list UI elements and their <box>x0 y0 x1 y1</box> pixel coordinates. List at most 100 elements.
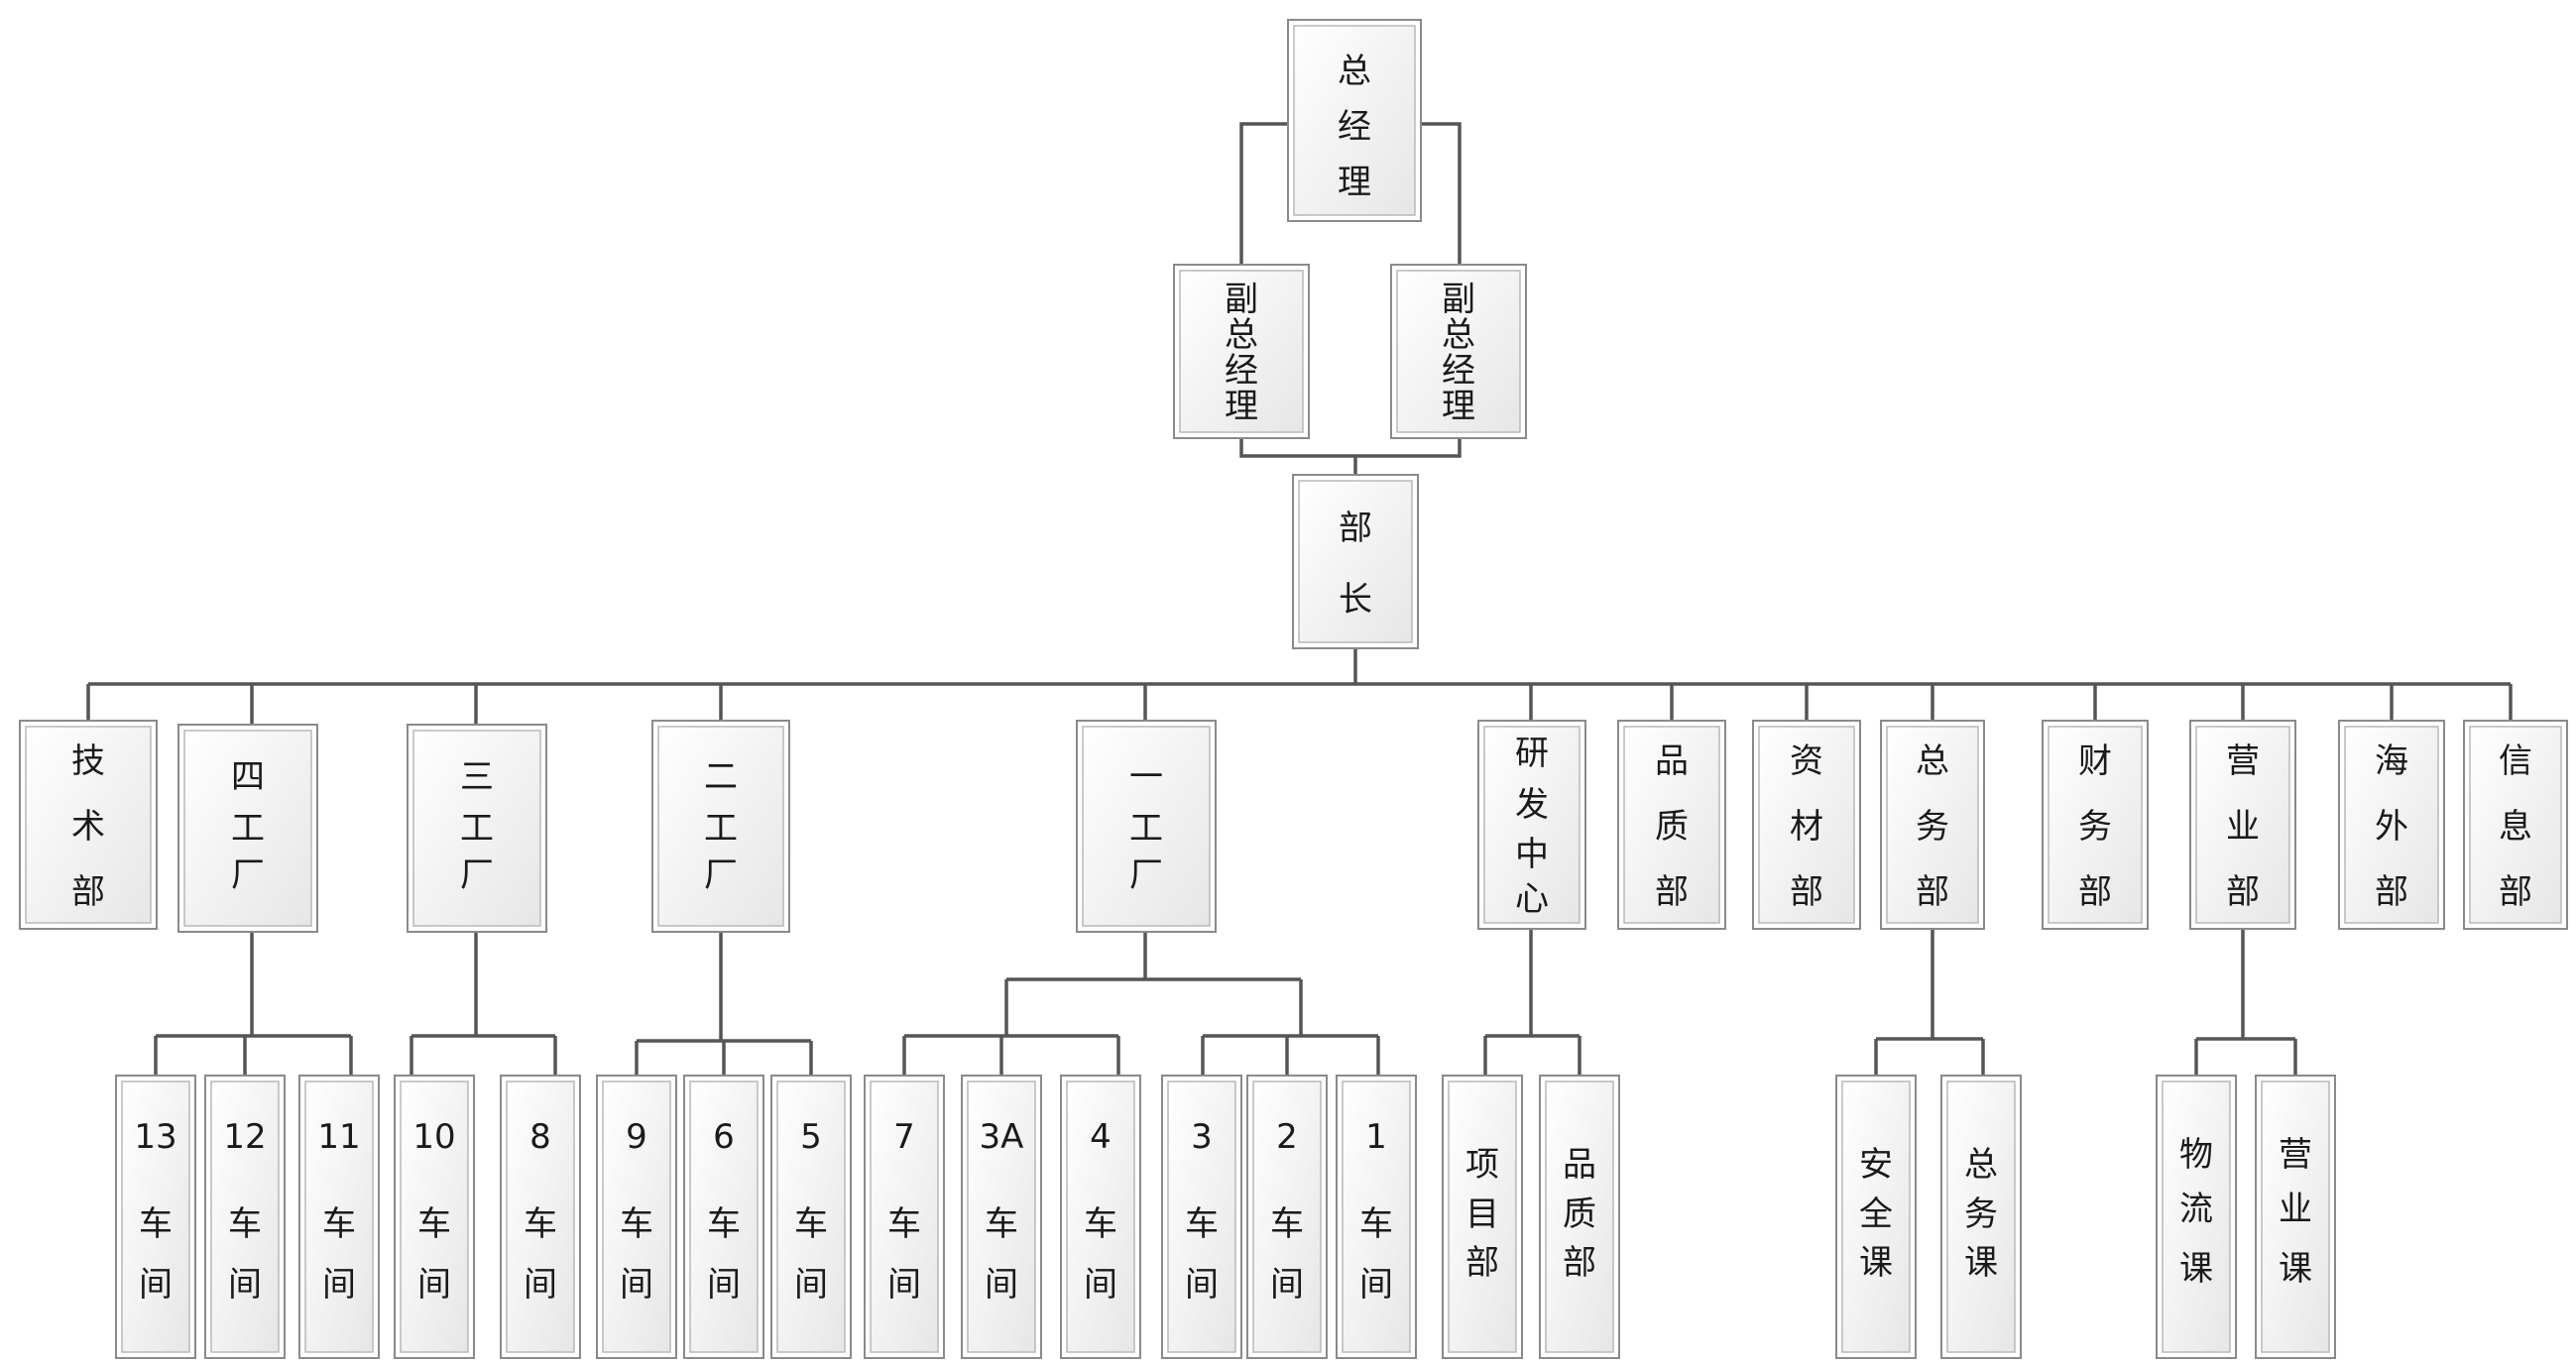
node-label-line: 副 <box>1225 280 1258 319</box>
node-label-line: 7 <box>893 1117 915 1157</box>
node-label-line: 部 <box>1465 1243 1499 1283</box>
node-label-line: 厂 <box>704 855 738 895</box>
node-label-line: 8 <box>529 1117 551 1157</box>
node-label-line: 总 <box>1442 315 1475 355</box>
node-label-line: 3 <box>1191 1117 1213 1157</box>
node-label-line: 课 <box>1964 1243 1998 1283</box>
node-label-line: 部 <box>71 872 105 912</box>
node-label-line: 车 <box>1270 1204 1304 1244</box>
node-label-line: 11 <box>317 1117 360 1157</box>
node-fill <box>2469 726 2562 924</box>
connector-line <box>1239 438 1462 458</box>
node-label-line: 5 <box>800 1117 822 1157</box>
org-node-ws5: 5 车间 <box>770 1075 852 1359</box>
node-fill <box>689 1081 759 1353</box>
node-label-line: 业 <box>2226 807 2260 847</box>
node-label-line: 间 <box>417 1265 451 1305</box>
node-label-line: 车 <box>322 1204 356 1244</box>
node-label-line: 课 <box>2279 1249 2312 1289</box>
node-label-line: 间 <box>1359 1265 1393 1305</box>
org-node-ws6: 6车间 <box>683 1075 764 1359</box>
node-fill <box>1841 1081 1911 1353</box>
node-label-line: 部 <box>1916 872 1949 912</box>
node-label-line: 课 <box>1859 1243 1893 1283</box>
node-label-line: 项 <box>1465 1145 1499 1185</box>
node-label-line: 车 <box>794 1204 828 1244</box>
node-label-line: 车 <box>417 1204 451 1244</box>
node-label-line: 间 <box>1270 1265 1304 1305</box>
node-label-line: 车 <box>524 1204 557 1244</box>
org-node-f2: 二工厂 <box>651 720 790 933</box>
org-node-f4: 四工厂 <box>177 724 318 933</box>
node-label-line: 务 <box>1916 807 1949 847</box>
node-label-line: 海 <box>2375 741 2408 781</box>
node-label-line: 外 <box>2375 807 2408 847</box>
node-label-line: 12 <box>223 1117 266 1157</box>
node-label-line: 术 <box>71 807 105 847</box>
connector-line <box>1421 122 1462 265</box>
node-label-line: 三 <box>460 757 494 797</box>
node-label-line: 财 <box>2078 741 2112 781</box>
org-node-fin: 财务部 <box>2042 720 2149 930</box>
org-node-ws3: 3车间 <box>1161 1075 1242 1359</box>
node-label-line: 材 <box>1790 807 1823 847</box>
node-label-line: 质 <box>1655 807 1689 847</box>
node-label-line: 质 <box>1563 1194 1596 1234</box>
node-label-line: 车 <box>707 1204 741 1244</box>
org-node-tech: 技术部 <box>19 720 158 930</box>
node-label-line: 二 <box>704 757 738 797</box>
org-node-minister: 部长 <box>1292 474 1419 649</box>
node-label-line: 一 <box>1129 757 1163 797</box>
node-label-line: 车 <box>620 1204 653 1244</box>
node-fill <box>506 1081 575 1353</box>
org-node-ws1: 1车间 <box>1336 1075 1417 1359</box>
node-label-line: 间 <box>794 1265 828 1305</box>
org-nodes: 总经理副总经理副总经理部长技术部四工厂三工厂二工厂一工厂研发中心品质部资材部总务… <box>19 19 2568 1359</box>
node-fill <box>400 1081 469 1353</box>
node-fill <box>1066 1081 1135 1353</box>
node-fill <box>2195 726 2290 924</box>
node-label-line: 间 <box>524 1265 557 1305</box>
org-node-salessec: 营业课 <box>2255 1075 2336 1359</box>
org-node-qa: 品质部 <box>1617 720 1726 930</box>
node-label-line: 部 <box>1563 1243 1596 1283</box>
org-node-ws8: 8 车间 <box>500 1075 581 1359</box>
node-fill <box>602 1081 671 1353</box>
node-fill <box>1623 726 1720 924</box>
node-label-line: 中 <box>1515 835 1549 874</box>
node-label-line: 发 <box>1515 785 1549 825</box>
org-node-ga: 总务部 <box>1880 720 1985 930</box>
node-fill <box>412 730 541 927</box>
org-node-proj: 项目部 <box>1442 1075 1523 1359</box>
node-label-line: 业 <box>2279 1190 2312 1229</box>
node-label-line: 间 <box>322 1265 356 1305</box>
node-fill <box>25 726 152 924</box>
org-node-ws2: 2车间 <box>1246 1075 1328 1359</box>
node-label-line: 安 <box>1859 1145 1893 1185</box>
node-fill <box>1342 1081 1411 1353</box>
node-label-line: 间 <box>985 1265 1018 1305</box>
node-label-line: 理 <box>1225 387 1258 426</box>
node-label-line: 营 <box>2279 1135 2312 1175</box>
node-fill <box>870 1081 939 1353</box>
node-fill <box>2261 1081 2330 1353</box>
org-node-ws4: 4车间 <box>1060 1075 1141 1359</box>
node-label-line: 研 <box>1515 734 1549 773</box>
node-label-line: 经 <box>1338 107 1371 147</box>
node-label-line: 目 <box>1465 1194 1499 1234</box>
node-label-line: 理 <box>1338 163 1371 202</box>
node-label-line: 车 <box>228 1204 262 1244</box>
node-label-line: 总 <box>1338 52 1371 91</box>
node-label-line: 车 <box>887 1204 921 1244</box>
node-label-line: 营 <box>2226 741 2260 781</box>
node-label-line: 息 <box>2499 807 2532 847</box>
node-label-line: 经 <box>1442 351 1475 391</box>
node-label-line: 厂 <box>460 855 494 895</box>
node-label-line: 全 <box>1859 1194 1893 1234</box>
node-fill <box>1167 1081 1236 1353</box>
